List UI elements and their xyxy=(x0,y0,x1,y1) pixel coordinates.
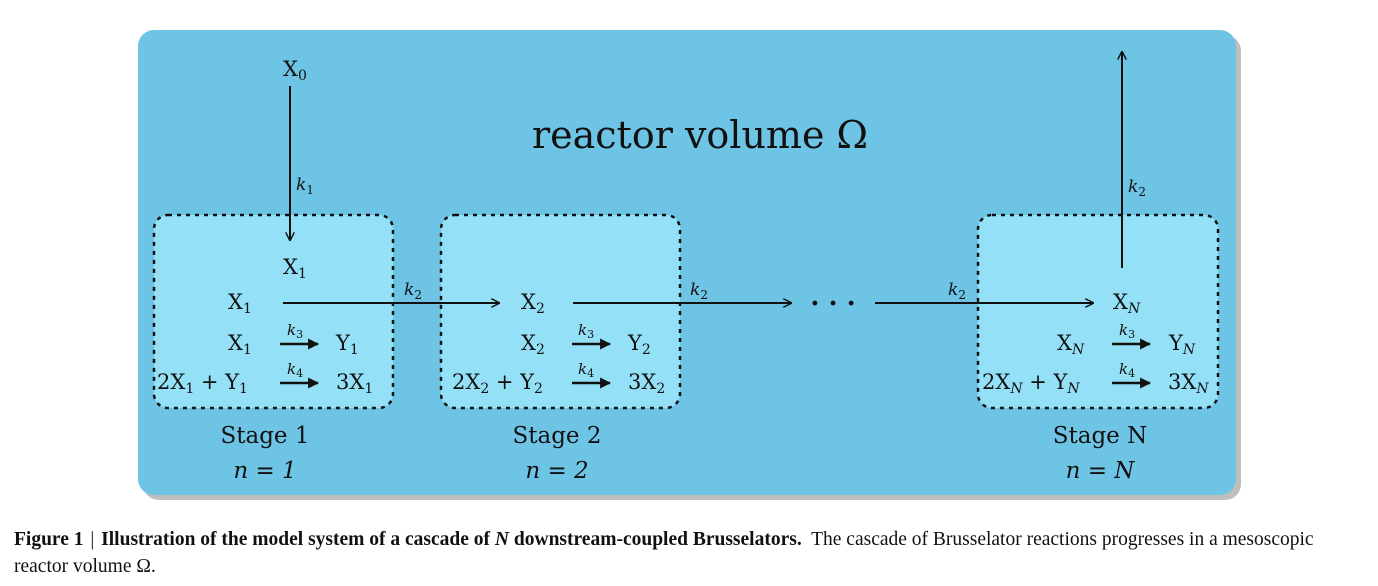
stage-1-transfer-species: X1 xyxy=(228,290,252,317)
stage-2-r2-rhs: 3X2 xyxy=(628,370,665,397)
reactor-volume xyxy=(138,30,1236,495)
caption-bold-italic: N xyxy=(494,529,510,550)
stage-n-r1-rate: k3 xyxy=(1119,321,1135,341)
stage-n-index: n = N xyxy=(1066,458,1136,484)
caption-label: Figure 1 xyxy=(14,529,84,550)
caption-bold-1: Illustration of the model system of a ca… xyxy=(101,529,495,550)
stage-n-box xyxy=(976,213,1220,410)
stage-n-r1-lhs: XN xyxy=(1057,331,1085,358)
coupling-rate-prev-n: k2 xyxy=(948,280,966,302)
stage-2-index: n = 2 xyxy=(525,458,588,484)
stage-2-r2-lhs: 2X2 + Y2 xyxy=(452,370,543,397)
stage-2-r1-lhs: X2 xyxy=(521,331,545,358)
caption-separator: | xyxy=(90,529,95,550)
stage-1-r1-rhs: Y1 xyxy=(335,331,359,358)
stage-1-r2-rhs: 3X1 xyxy=(336,370,373,397)
outflow-rate: k2 xyxy=(1128,177,1146,199)
cascade-ellipsis: · · · xyxy=(810,289,855,319)
inflow-species: X0 xyxy=(283,57,307,84)
stage-n-label: Stage N xyxy=(1053,423,1147,449)
stage-1-box xyxy=(152,213,395,410)
stage-1-r2-rate: k4 xyxy=(287,360,303,380)
stage-1-r2-lhs: 2X1 + Y1 xyxy=(157,370,248,397)
inflow-rate: k1 xyxy=(296,175,314,197)
coupling-rate-2-next: k2 xyxy=(690,280,708,302)
stage-2-r1-rhs: Y2 xyxy=(627,331,651,358)
stage-n-r2-rate: k4 xyxy=(1119,360,1135,380)
stage-2-box xyxy=(439,213,682,410)
stage-n-r2-rhs: 3XN xyxy=(1168,370,1209,397)
stage-1-label: Stage 1 xyxy=(221,423,310,449)
stage-2-label: Stage 2 xyxy=(513,423,602,449)
stage-1-index: n = 1 xyxy=(233,458,296,484)
stage-n-r1-rhs: YN xyxy=(1168,331,1196,358)
stage-n-r2-lhs: 2XN + YN xyxy=(982,370,1080,397)
stage-1-r1-lhs: X1 xyxy=(228,331,252,358)
caption-bold-2: downstream-coupled Brusselators. xyxy=(509,529,802,550)
coupling-rate-1-2: k2 xyxy=(404,280,422,302)
figure-caption: Figure 1 | Illustration of the model sys… xyxy=(14,526,1370,580)
stage-2-transfer-species: X2 xyxy=(521,290,545,317)
caption-text: The cascade of Brusselator reactions pro… xyxy=(14,529,1319,577)
stage-1-r1-rate: k3 xyxy=(287,321,303,341)
stage-2-r1-rate: k3 xyxy=(578,321,594,341)
stage-2-r2-rate: k4 xyxy=(578,360,594,380)
stage-1-top-species: X1 xyxy=(283,255,307,282)
reactor-title: reactor volume Ω xyxy=(532,113,868,157)
stage-n-transfer-species: XN xyxy=(1113,290,1141,317)
